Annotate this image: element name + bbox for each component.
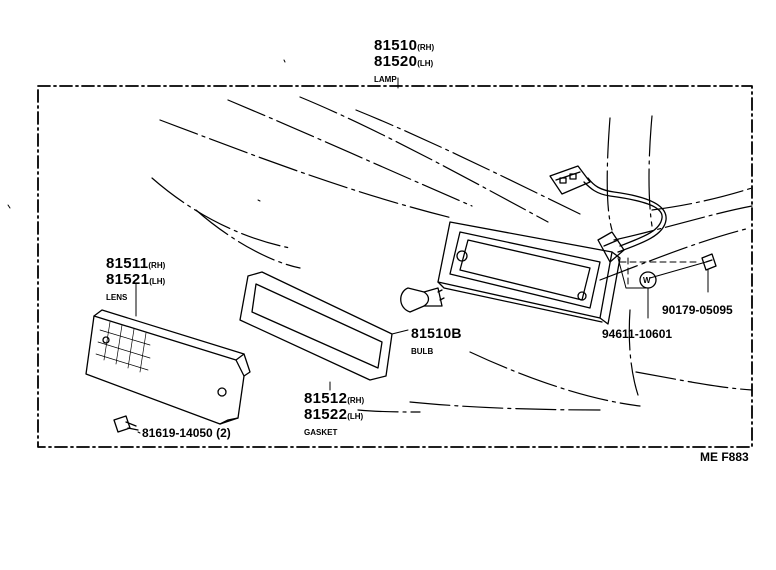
lamp-part-rh: 81510 [374,37,418,54]
lens-suffix-rh: (RH) [148,261,166,270]
lamp-housing [437,221,621,325]
lamp-part-lh: 81520 [374,53,418,70]
bulb-name: BULB [411,347,434,356]
lens-label: 81511(RH) 81521(LH) LENS [106,256,165,304]
assembly-boundary [37,85,753,448]
lens-name: LENS [106,293,128,302]
bulb-part-number: 81510B [411,325,462,341]
lamp-suffix-lh: (LH) [417,59,434,68]
lens-part-lh: 81521 [106,271,150,288]
gasket-part-rh: 81512 [304,390,348,407]
bulb-label: 81510B BULB [411,326,462,358]
washer-part-number: 94611-10601 [602,327,673,341]
washer-mark: W [643,276,651,285]
gasket-part [239,271,393,381]
gasket-suffix-lh: (LH) [347,412,364,421]
lamp-name: LAMP [374,75,397,84]
lens-part [85,309,251,425]
bulb-part [400,287,445,313]
lens-suffix-lh: (LH) [149,277,166,286]
leader-lines [135,77,709,434]
lens-part-rh: 81511 [106,255,149,272]
screw-part [113,415,139,433]
lamp-suffix-rh: (RH) [417,43,435,52]
lamp-wiring [549,165,667,263]
clip-part-number: 90179-05095 [662,303,733,317]
gasket-label: 81512(RH) 81522(LH) GASKET [304,391,364,439]
gasket-suffix-rh: (RH) [347,396,365,405]
scan-specks [7,59,286,209]
screw-part-number: 81619-14050 (2) [142,426,231,440]
clip-part [701,253,717,271]
lamp-label: 81510(RH) 81520(LH) LAMP [374,38,434,86]
gasket-part-lh: 81522 [304,406,348,423]
diagram-code: ME F883 [700,450,749,464]
body-contour-lines [151,96,753,413]
gasket-name: GASKET [304,428,338,437]
leader-dashed [619,257,701,289]
